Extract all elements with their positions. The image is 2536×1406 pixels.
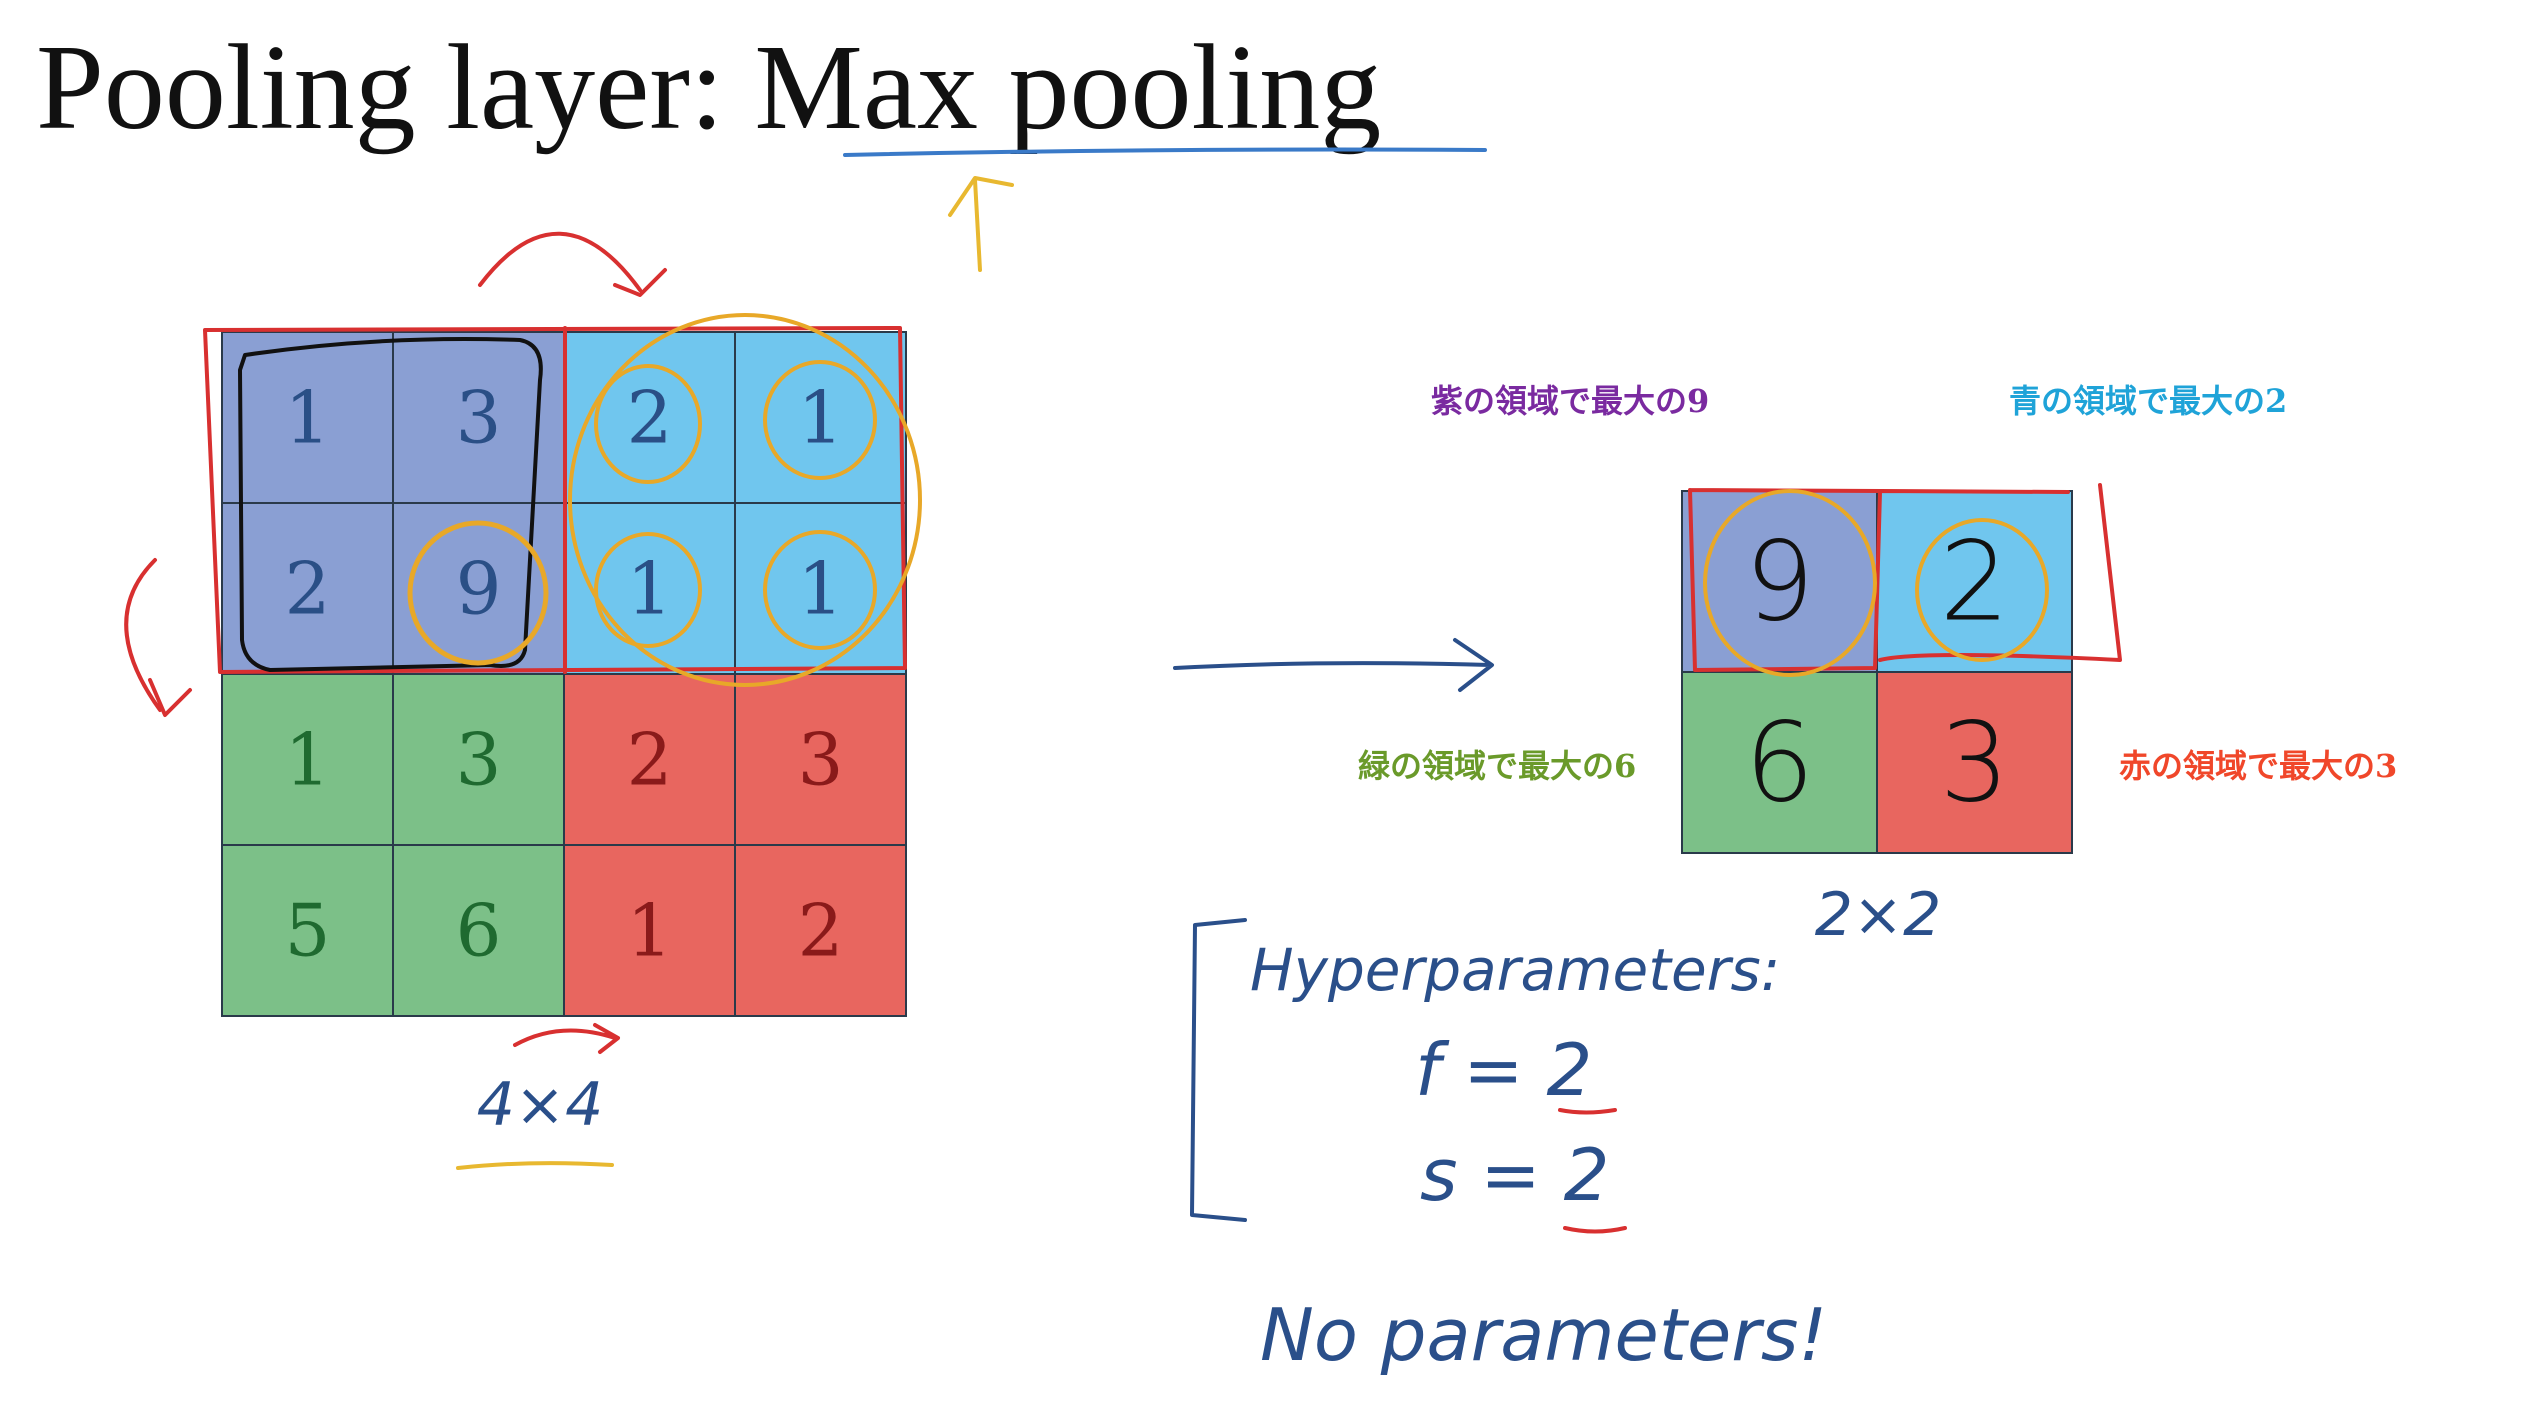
stride-arrow-right <box>478 231 667 297</box>
label-red-max: 赤の領域で最大の3 <box>2119 747 2397 785</box>
red-output-box <box>1688 483 2122 672</box>
input-cell <box>563 673 736 846</box>
input-cell-value: 1 <box>627 547 673 631</box>
black-window-box <box>238 337 543 672</box>
circle-blue-region <box>568 313 922 687</box>
input-cell <box>221 673 394 846</box>
input-cell-value: 2 <box>627 376 673 460</box>
slide-title: Pooling layer: Max pooling <box>36 20 1381 155</box>
title-prefix: Pooling layer: <box>36 20 754 155</box>
filter-size-f: f = 2 <box>1415 1028 1592 1112</box>
input-size-label: 4×4 <box>477 1070 604 1140</box>
mapping-arrow <box>1173 638 1494 692</box>
output-cell-value: 3 <box>1940 699 2010 827</box>
input-cell <box>734 673 907 846</box>
input-cell-value: 2 <box>285 547 331 631</box>
circle-out-9 <box>1703 489 1877 677</box>
input-cell-value: 1 <box>285 718 331 802</box>
yellow-arrow <box>948 176 1014 272</box>
input-cell-value: 2 <box>627 718 673 802</box>
input-cell <box>392 502 565 675</box>
stride-arrow-down <box>124 558 192 717</box>
s-underline <box>1563 1226 1627 1234</box>
input-cell-value: 1 <box>798 376 844 460</box>
stride-s: s = 2 <box>1420 1133 1609 1217</box>
input-cell-value: 2 <box>798 889 844 973</box>
circle-out-2 <box>1915 518 2049 662</box>
small-arrow <box>513 1023 620 1054</box>
circle-1a <box>763 360 877 480</box>
input-cell <box>734 844 907 1017</box>
input-cell <box>392 673 565 846</box>
output-cell-value: 9 <box>1745 518 1815 646</box>
output-cell <box>1681 671 1878 854</box>
input-cell-value: 5 <box>285 889 331 973</box>
input-cell-value: 1 <box>285 376 331 460</box>
no-parameters-note: No parameters! <box>1260 1293 1827 1377</box>
label-purple-max: 紫の領域で最大の9 <box>1431 382 1709 420</box>
red-window-box <box>203 326 907 674</box>
output-cell-value: 6 <box>1745 699 1815 827</box>
size-underline <box>456 1161 614 1170</box>
input-cell-value: 9 <box>456 547 502 631</box>
output-cell-value: 2 <box>1940 518 2010 646</box>
input-cell-value: 3 <box>456 376 502 460</box>
title-emphasis: Max pooling <box>754 20 1381 155</box>
f-underline <box>1558 1108 1617 1115</box>
circle-1b <box>594 532 702 648</box>
output-cell <box>1876 671 2073 854</box>
output-size-label: 2×2 <box>1815 880 1942 950</box>
input-cell <box>392 844 565 1017</box>
label-blue-max: 青の領域で最大の2 <box>2009 382 2287 420</box>
input-cell-value: 1 <box>798 547 844 631</box>
circle-2 <box>594 364 702 484</box>
output-cell <box>1681 490 1878 673</box>
input-cell <box>221 844 394 1017</box>
input-cell-value: 3 <box>798 718 844 802</box>
input-cell <box>563 331 736 504</box>
bracket <box>1190 918 1247 1222</box>
hyperparameters-label: Hyperparameters: <box>1250 936 1780 1004</box>
circle-9 <box>407 520 549 666</box>
input-cell <box>221 502 394 675</box>
label-green-max: 緑の領域で最大の6 <box>1358 747 1636 785</box>
circle-1c <box>763 530 877 650</box>
input-cell-value: 1 <box>627 889 673 973</box>
input-cell-value: 3 <box>456 718 502 802</box>
input-cell-value: 6 <box>456 889 502 973</box>
input-cell <box>563 844 736 1017</box>
title-underline <box>843 147 1487 157</box>
